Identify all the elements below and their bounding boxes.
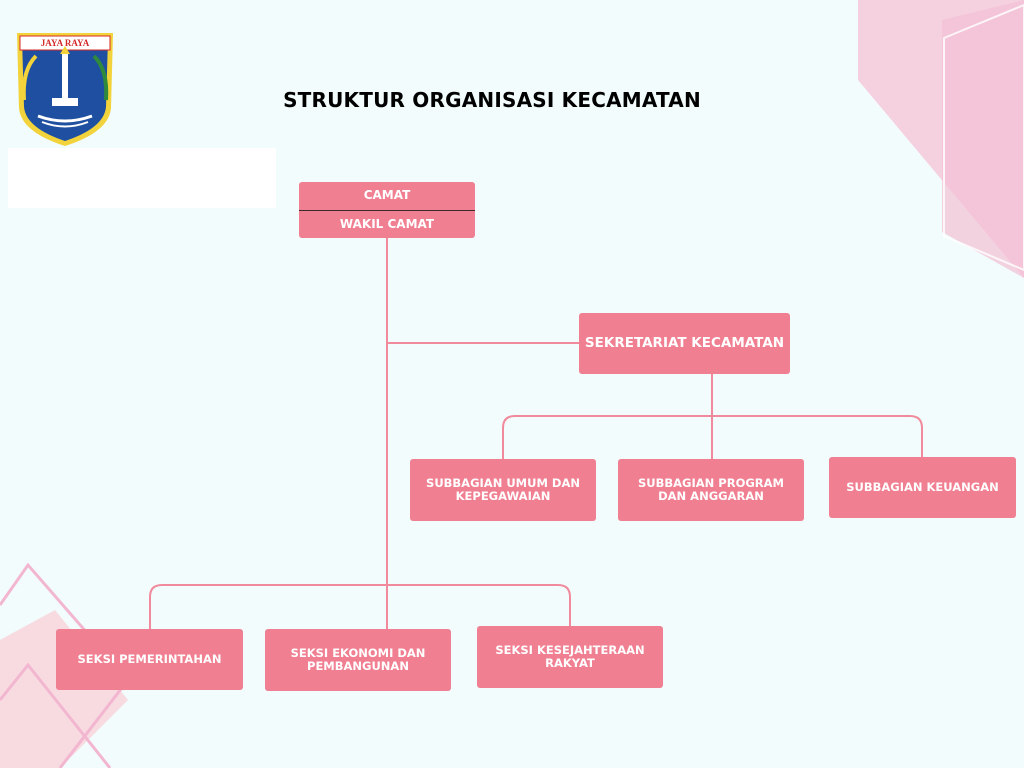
connector-subbagian-bus (502, 415, 923, 459)
sekretariat-box: SEKRETARIAT KECAMATAN (579, 313, 790, 374)
wakil-camat-label: WAKIL CAMAT (339, 216, 435, 231)
logo-text: JAYA RAYA (41, 38, 90, 48)
camat-label: CAMAT (363, 188, 411, 203)
seksi-kesejahteraan-box: SEKSI KESEJAHTERAAN RAKYAT (477, 626, 663, 688)
deco-hexagon-right (942, 0, 1024, 278)
jaya-raya-logo: JAYA RAYA (17, 33, 113, 146)
subbagian-program-box: SUBBAGIAN PROGRAM DAN ANGGARAN (618, 459, 804, 521)
deco-line-1 (0, 562, 130, 768)
deco-line-2 (0, 662, 112, 768)
seksi-ekonomi-box: SEKSI EKONOMI DAN PEMBANGUNAN (265, 629, 451, 691)
seksi-pemerintahan-box: SEKSI PEMERINTAHAN (56, 629, 243, 690)
camat-box: CAMAT WAKIL CAMAT (299, 182, 475, 238)
camat-divider (299, 209, 475, 211)
blank-panel (8, 148, 276, 208)
deco-hexagon-outline (943, 3, 1024, 272)
connector-seksi-bus (149, 584, 571, 629)
subbagian-umum-box: SUBBAGIAN UMUM DAN KEPEGAWAIAN (410, 459, 596, 521)
page-title: STRUKTUR ORGANISASI KECAMATAN (283, 88, 701, 112)
subbagian-keuangan-box: SUBBAGIAN KEUANGAN (829, 457, 1016, 518)
